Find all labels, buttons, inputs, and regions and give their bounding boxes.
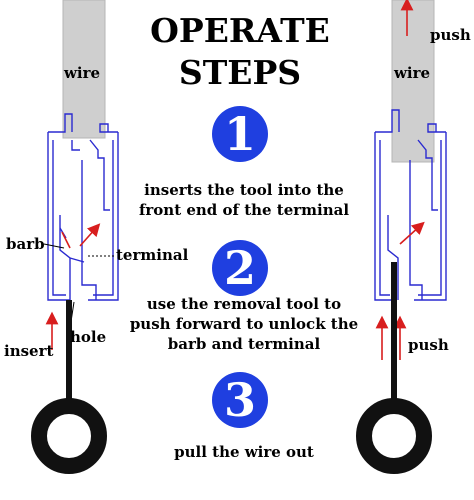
title-line-2: STEPS: [178, 53, 302, 92]
left-barb-leader: [43, 243, 65, 249]
step-3-badge: 3: [212, 372, 268, 428]
step-2-text: use the removal tool to push forward to …: [129, 295, 359, 353]
step-1-badge: 1: [212, 106, 268, 162]
left-terminal-arrow: [79, 223, 101, 247]
title-line-1: OPERATE: [150, 11, 330, 50]
right-removal-tool: [356, 262, 432, 474]
left-removal-tool: [31, 300, 107, 474]
right-wire: [391, 0, 435, 163]
left-wire-label: wire: [64, 64, 101, 82]
step-3-text: pull the wire out: [174, 443, 314, 461]
insert-label: insert: [4, 342, 54, 360]
step-1-text: inserts the tool into the front end of t…: [138, 181, 350, 219]
right-housing: [374, 109, 447, 301]
right-connector-figure: [356, 0, 447, 474]
right-push-bottom-label: push: [408, 336, 449, 354]
left-wire: [62, 0, 106, 139]
left-connector-figure: [31, 0, 119, 474]
terminal-label: terminal: [116, 246, 189, 264]
left-housing: [47, 113, 119, 301]
right-push-top-label: push: [430, 26, 471, 44]
barb-label: barb: [6, 235, 45, 253]
hole-label: hole: [70, 328, 107, 346]
right-wire-label: wire: [394, 64, 431, 82]
step-2-badge: 2: [212, 240, 268, 296]
